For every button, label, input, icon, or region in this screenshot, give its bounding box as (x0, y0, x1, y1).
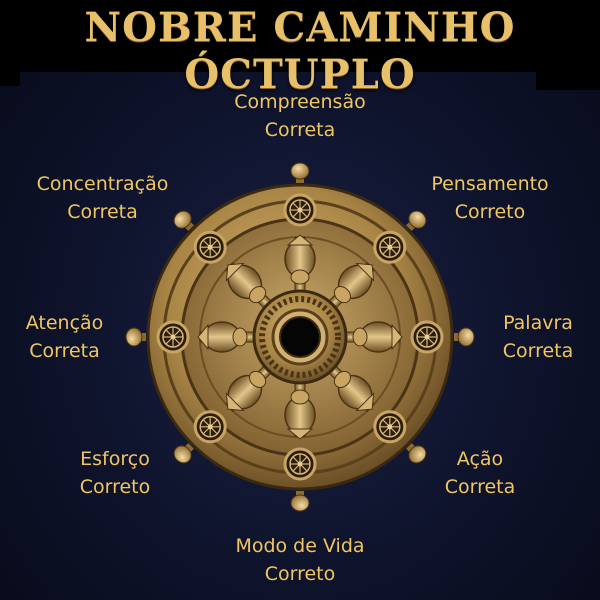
page-title: NOBRE CAMINHO ÓCTUPLO (84, 4, 516, 98)
title-band (0, 0, 600, 72)
outer-knob (406, 210, 427, 231)
rim-medallion (156, 320, 190, 354)
outer-knob (290, 162, 310, 183)
spoke (284, 380, 316, 440)
spoke (197, 321, 257, 353)
spoke (225, 262, 274, 311)
spoke (326, 363, 375, 412)
rim-medallions (156, 193, 444, 481)
title-band-edge-right (536, 72, 600, 90)
outer-knob (173, 443, 194, 464)
outer-knobs (125, 162, 475, 512)
rim-medallion (373, 410, 407, 444)
rim-medallion (283, 193, 317, 227)
rim-medallion (193, 230, 227, 264)
rim-medallion (193, 410, 227, 444)
rim-medallion (373, 230, 407, 264)
outer-knob (290, 491, 310, 512)
rim-medallion (283, 447, 317, 481)
outer-knob (406, 443, 427, 464)
rim-medallion (410, 320, 444, 354)
outer-knob (454, 327, 475, 347)
spokes (197, 234, 403, 440)
spoke (326, 262, 375, 311)
spoke (225, 363, 274, 412)
hub-hole (279, 316, 321, 358)
outer-knob (173, 210, 194, 231)
spoke (343, 321, 403, 353)
spoke (284, 234, 316, 294)
outer-knob (125, 327, 146, 347)
title-band-edge (0, 72, 20, 86)
